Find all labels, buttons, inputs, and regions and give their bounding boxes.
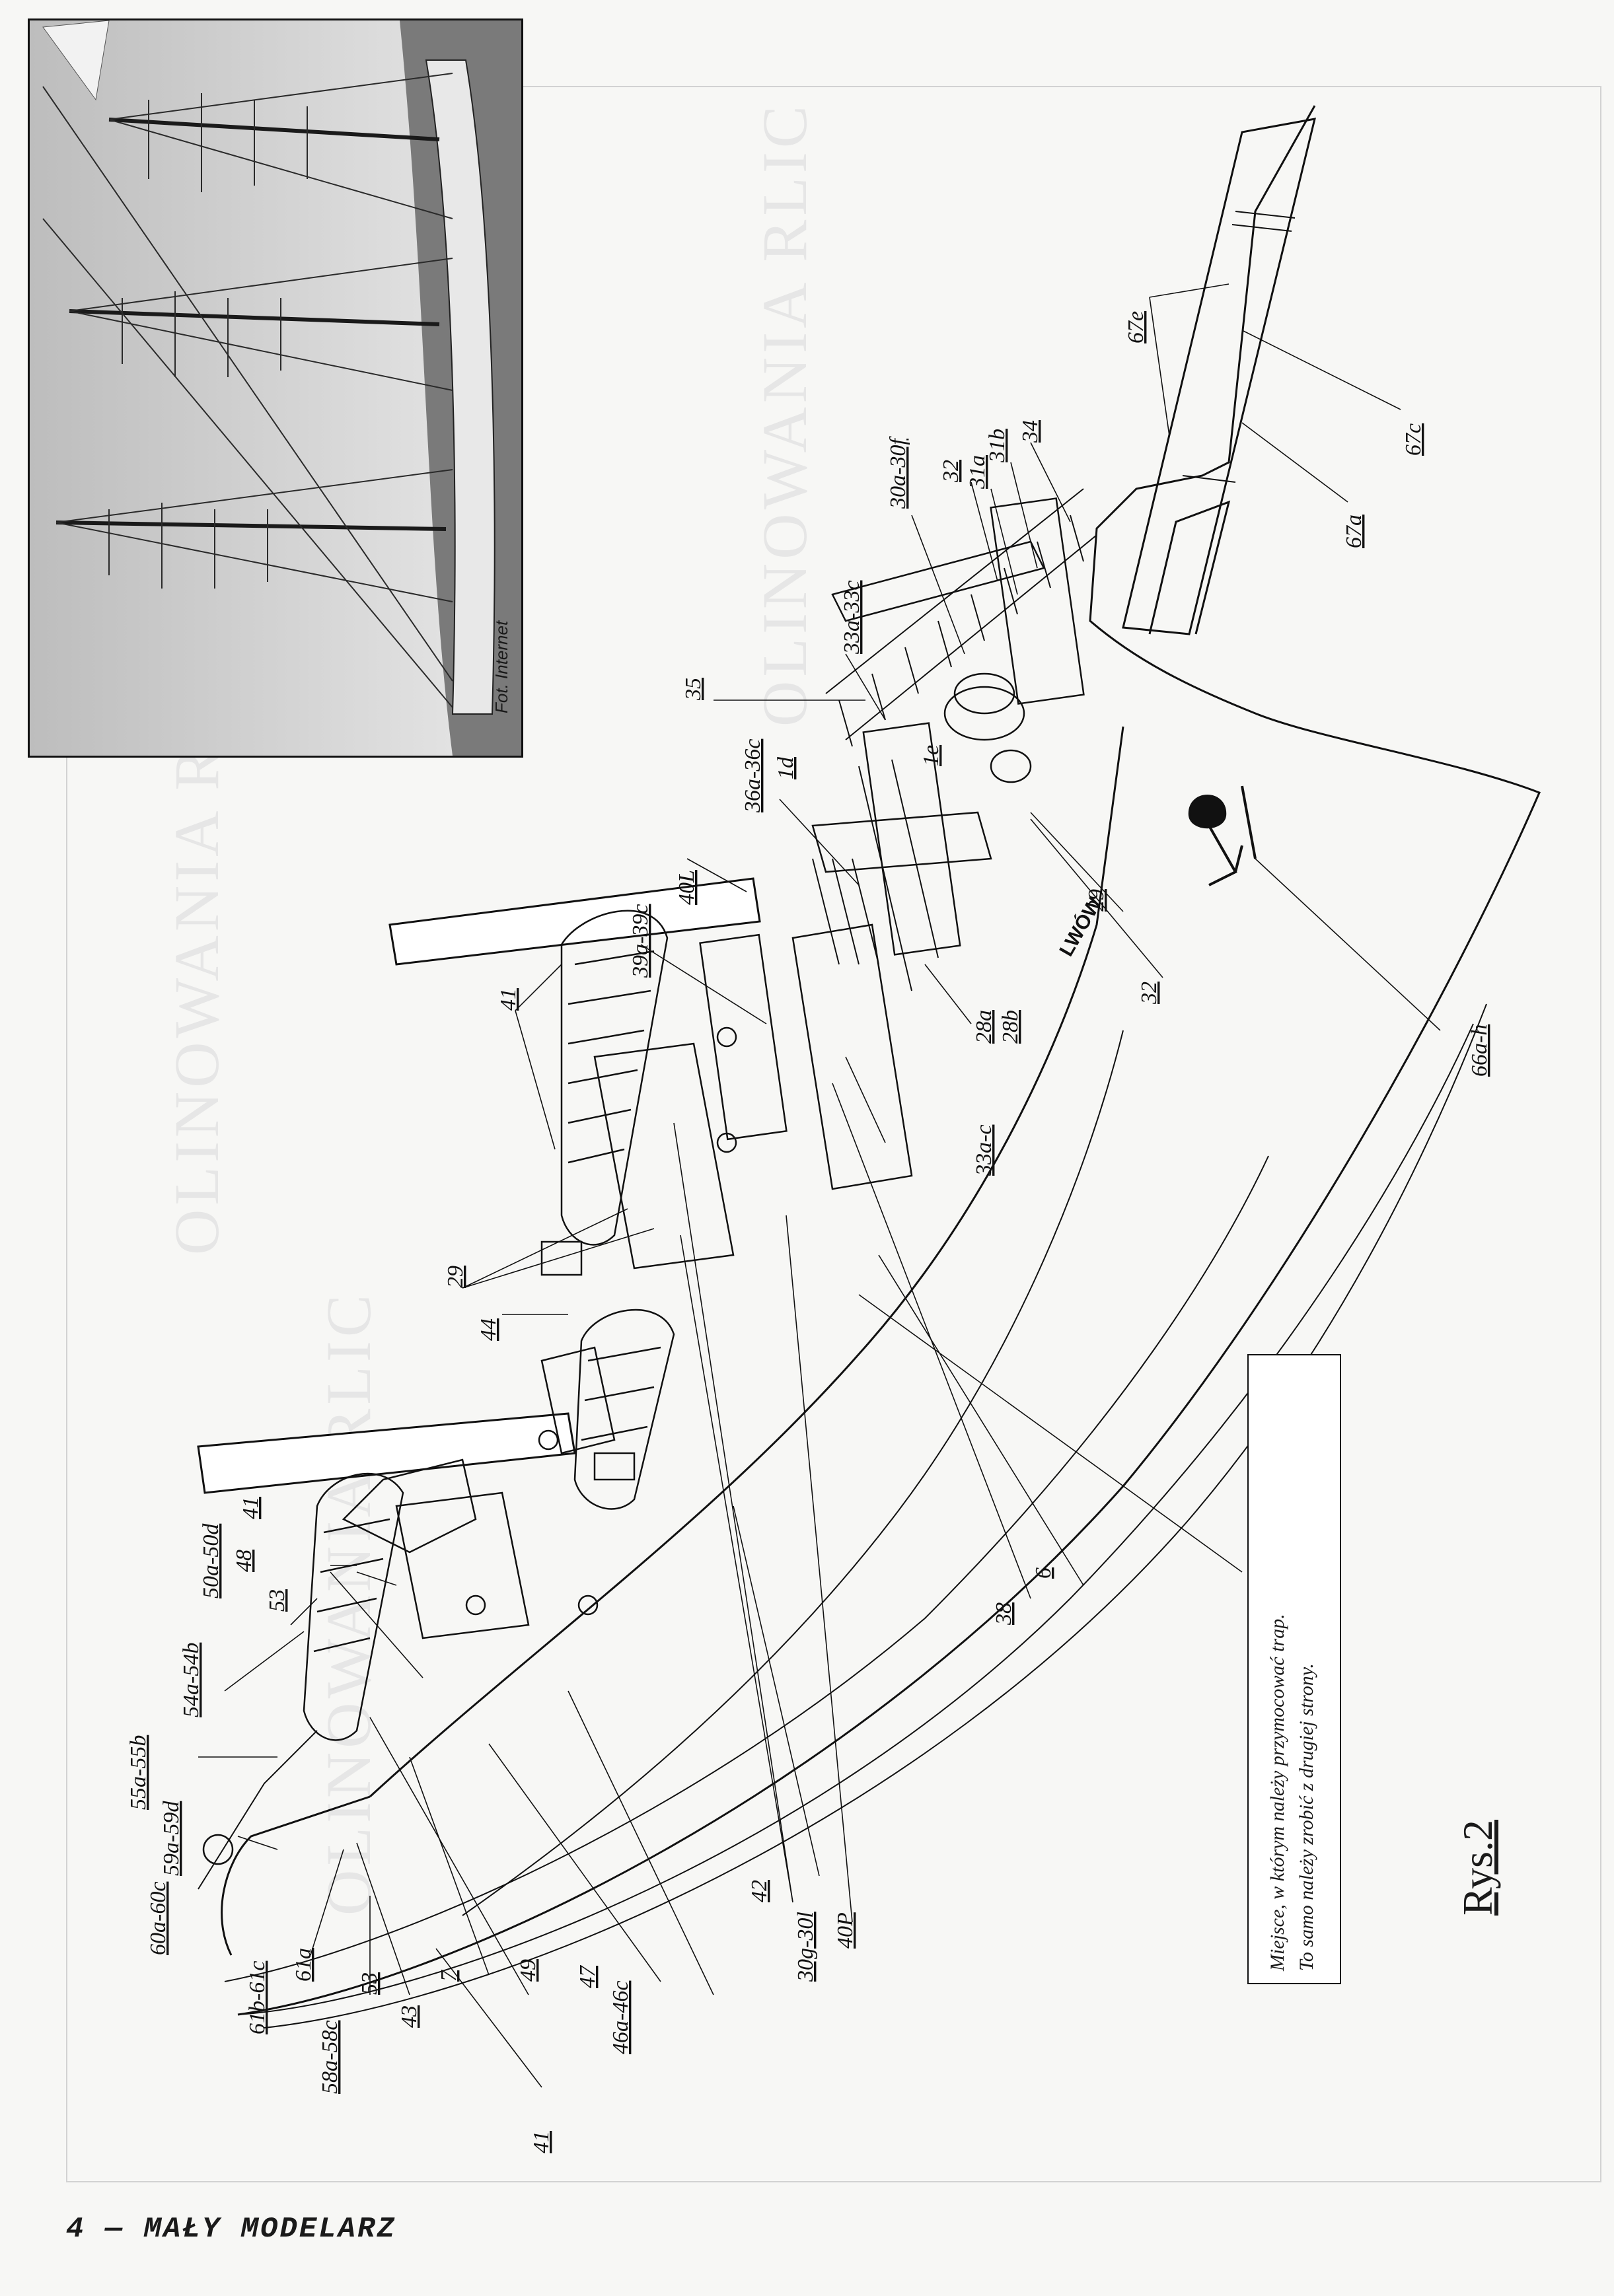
ship-photo-drawing (30, 20, 521, 756)
label-28b: 28b (998, 1010, 1023, 1044)
label-1d: 1d (774, 756, 798, 779)
label-55a-55b: 55a-55b (126, 1735, 151, 1810)
label-50a-50d: 50a-50d (199, 1523, 223, 1598)
page-frame (66, 86, 1601, 2182)
label-53-b: 53 (357, 1972, 382, 1995)
note-line-2: To samo należy zrobić z drugiej strony. (1296, 1663, 1317, 1971)
label-44: 44 (476, 1318, 501, 1341)
label-66a-h: 66a-h (1467, 1024, 1492, 1077)
label-49: 49 (516, 1959, 540, 1982)
ship-photo (28, 18, 523, 758)
label-54a-54b: 54a-54b (179, 1643, 203, 1717)
deck-structures (303, 497, 1085, 1741)
label-28a: 28a (972, 1010, 996, 1044)
label-35: 35 (681, 678, 706, 701)
label-60a-60c: 60a-60c (146, 1882, 170, 1955)
label-42: 42 (747, 1880, 772, 1902)
label-41-c: 41 (529, 2131, 554, 2153)
masts (197, 877, 761, 1494)
callout-labels: 35 33a-33c 30a-30f 32 31a 31b 34 67e 67c… (126, 311, 1492, 2153)
label-32-top: 32 (939, 460, 963, 483)
label-48: 48 (232, 1550, 256, 1572)
label-43: 43 (397, 2005, 422, 2028)
label-30a-30f: 30a-30f (886, 436, 910, 509)
label-34: 34 (1018, 420, 1043, 443)
label-53-a: 53 (265, 1589, 289, 1612)
label-67c: 67c (1401, 423, 1426, 456)
label-30g-30l: 30g-30l (793, 1912, 818, 1982)
watermark-1: OLINOWANIA RLIC (749, 102, 820, 727)
label-6: 6 (1031, 1567, 1056, 1579)
label-40p: 40P (833, 1912, 858, 1949)
label-1e: 1e (919, 745, 943, 766)
photo-credit: Fot. Internet (492, 620, 511, 713)
label-33a-33c: 33a-33c (840, 581, 864, 655)
figure-title: Rys.2 (1454, 1819, 1501, 1916)
label-39a-39c: 39a-39c (628, 904, 653, 978)
label-lwow: LWÓW (1055, 893, 1107, 960)
label-61a: 61a (291, 1948, 316, 1982)
label-31b: 31b (985, 429, 1009, 463)
label-61b-61c: 61b-61c (245, 1961, 270, 2034)
label-7: 7 (437, 1969, 461, 1982)
bowsprit (1122, 118, 1317, 635)
label-29-b: 29 (1084, 889, 1109, 912)
label-40l: 40L (675, 870, 699, 905)
label-47: 47 (575, 1964, 600, 1988)
label-58a-58c: 58a-58c (318, 2021, 342, 2094)
label-29-a: 29 (443, 1266, 468, 1288)
label-67e: 67e (1124, 311, 1148, 343)
label-31a: 31a (965, 455, 990, 489)
page-footer: 4 — MAŁY MODELARZ (66, 2213, 396, 2246)
label-67a: 67a (1342, 515, 1366, 548)
label-46a-46c: 46a-46c (608, 1981, 633, 2054)
note-text: Miejsce, w którym należy przymocować tra… (1249, 1355, 1340, 1983)
leader-lines (198, 283, 1441, 2088)
label-32-b: 32 (1137, 982, 1161, 1005)
label-41-a: 41 (496, 988, 521, 1011)
label-41-b: 41 (238, 1497, 263, 1519)
label-59a-59d: 59a-59d (159, 1801, 184, 1876)
deck-details (202, 672, 1257, 1865)
note-line-1: Miejsce, w którym należy przymocować tra… (1266, 1614, 1288, 1971)
railings (198, 488, 1097, 1890)
label-38: 38 (992, 1602, 1016, 1626)
note-box: Miejsce, w którym należy przymocować tra… (1247, 1354, 1341, 1984)
label-36a-36c: 36a-36c (741, 739, 765, 813)
watermark-3: OLINOWANIA RLIC (313, 1291, 384, 1916)
hull (221, 105, 1541, 2028)
label-33a-c: 33a-c (972, 1125, 996, 1176)
